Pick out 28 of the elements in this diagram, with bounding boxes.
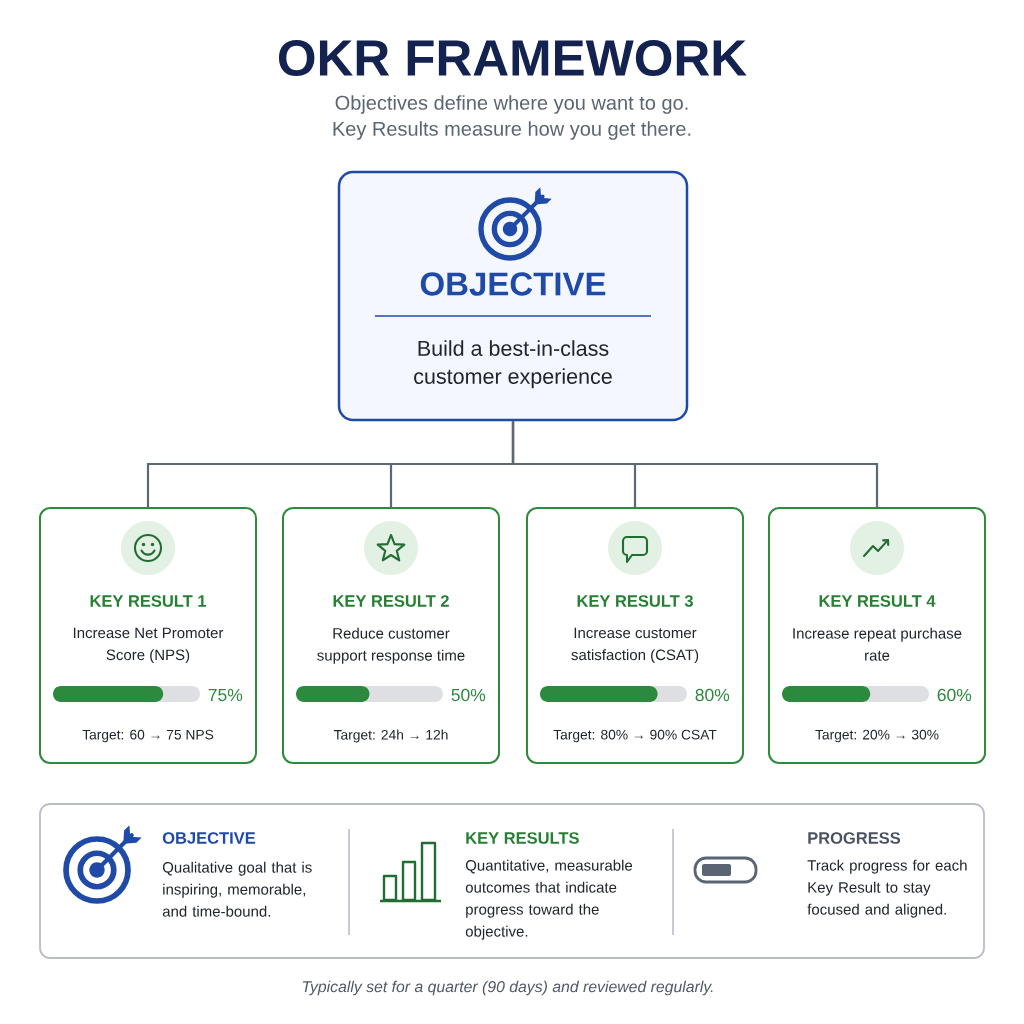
card-text: Increase repeat purchase rate <box>793 627 962 661</box>
card-text: Build a best-in-class customer experience <box>414 340 612 389</box>
target-text: Target: 20% → 30% <box>815 729 939 743</box>
card-heading: KEY RESULT 1 <box>90 595 207 607</box>
percentage: 60% <box>937 688 972 702</box>
card-text: Reduce customer support response time <box>317 627 465 664</box>
percentage: 50% <box>451 688 486 702</box>
title: OKR FRAMEWORK <box>278 39 747 77</box>
target-text: Target: 24h → 12h <box>333 729 448 743</box>
section-heading: KEY RESULTS <box>466 832 579 844</box>
subtitle: Objectives define where you want to go. Key Results measure how you get there. <box>333 95 691 140</box>
target-text: Target: 80% → 90% CSAT <box>553 729 717 743</box>
target-text: Target: 60 → 75 NPS <box>82 729 214 743</box>
section-text: Track progress for each Key Result to stay focused and aligned. <box>807 859 967 918</box>
card-text: Increase Net Promoter Score (NPS) <box>73 627 224 664</box>
caption: Typically set for a quarter (90 days) and reviewed regularly. <box>302 980 713 996</box>
card-heading: KEY RESULT 3 <box>577 595 693 607</box>
card-heading: KEY RESULT 4 <box>819 595 936 607</box>
card-heading: OBJECTIVE <box>420 272 606 296</box>
section-text: Qualitative goal that is inspiring, memorable, and time-bound. <box>162 861 312 917</box>
card-heading: KEY RESULT 2 <box>333 595 449 607</box>
card-text: Increase customer satisfaction (CSAT) <box>571 627 699 664</box>
connector-line <box>511 421 879 507</box>
section-text: Quantitative, measurable outcomes that indicate progress toward the objective. <box>465 859 633 940</box>
percentage: 80% <box>695 688 730 702</box>
section-heading: OBJECTIVE <box>162 832 256 844</box>
percentage: 75% <box>208 688 243 702</box>
section-heading: PROGRESS <box>808 832 901 844</box>
